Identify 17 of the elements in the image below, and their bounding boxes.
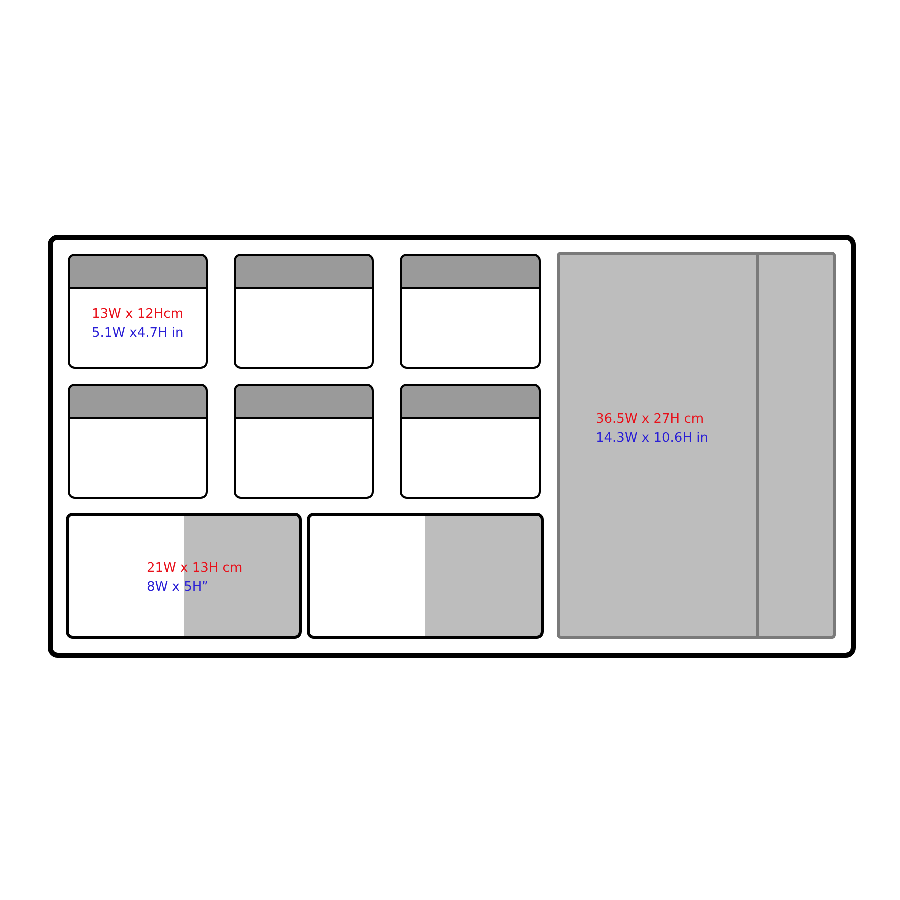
dimension-text: 13W x 12Hcm (92, 306, 184, 324)
dimension-text: 21W x 13H cm (147, 560, 243, 578)
wide-pocket (66, 513, 302, 639)
pocket (68, 384, 208, 499)
pocket (400, 254, 541, 369)
wide-pocket (307, 513, 544, 639)
laptop-sleeve (557, 252, 836, 639)
pocket (400, 384, 541, 499)
pocket (68, 254, 208, 369)
pocket (234, 254, 374, 369)
organizer-frame (48, 235, 856, 658)
dimension-text: 14.3W x 10.6H in (596, 430, 708, 448)
dimension-text: 5.1W x4.7H in (92, 325, 184, 343)
side-pocket (756, 252, 836, 639)
dimension-text: 36.5W x 27H cm (596, 411, 704, 429)
dimension-text: 8W x 5H” (147, 579, 208, 597)
pocket (234, 384, 374, 499)
